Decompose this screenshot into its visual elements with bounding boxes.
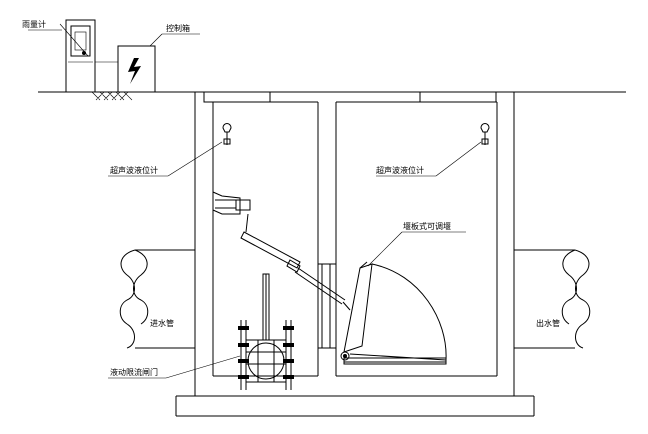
weir-gate xyxy=(318,261,447,365)
lightning-icon xyxy=(128,58,141,84)
ultrasonic-right-leader xyxy=(435,141,482,177)
ultrasonic-sensor-right xyxy=(480,123,490,145)
rain-gauge xyxy=(59,19,96,93)
ultrasonic-left-label: 超声波液位计 xyxy=(110,165,158,175)
hydraulic-cylinder xyxy=(240,213,351,311)
ultrasonic-sensor-left xyxy=(222,123,232,145)
outlet-pipe xyxy=(514,249,591,349)
gate-label: 液动限流闸门 xyxy=(110,367,158,377)
ground-hatch xyxy=(91,91,133,101)
control-box xyxy=(117,45,156,93)
inlet-pipe-label: 进水管 xyxy=(150,318,174,328)
outlet-pipe-label: 出水管 xyxy=(536,318,560,328)
inlet-pipe xyxy=(119,249,195,349)
weir-label: 堰板式可调堰 xyxy=(403,221,451,231)
control-box-label: 控制箱 xyxy=(166,23,190,33)
weir-leader xyxy=(367,231,403,267)
flow-limiting-gate xyxy=(240,273,292,390)
gate-bolts xyxy=(238,326,294,379)
gate-leader xyxy=(165,355,241,379)
ultrasonic-right-label: 超声波液位计 xyxy=(376,165,424,175)
actuator-bracket xyxy=(212,191,251,215)
rain-gauge-label: 雨量计 xyxy=(22,19,46,29)
control-box-leader-diag xyxy=(149,33,163,47)
ultrasonic-left-leader xyxy=(167,141,223,177)
